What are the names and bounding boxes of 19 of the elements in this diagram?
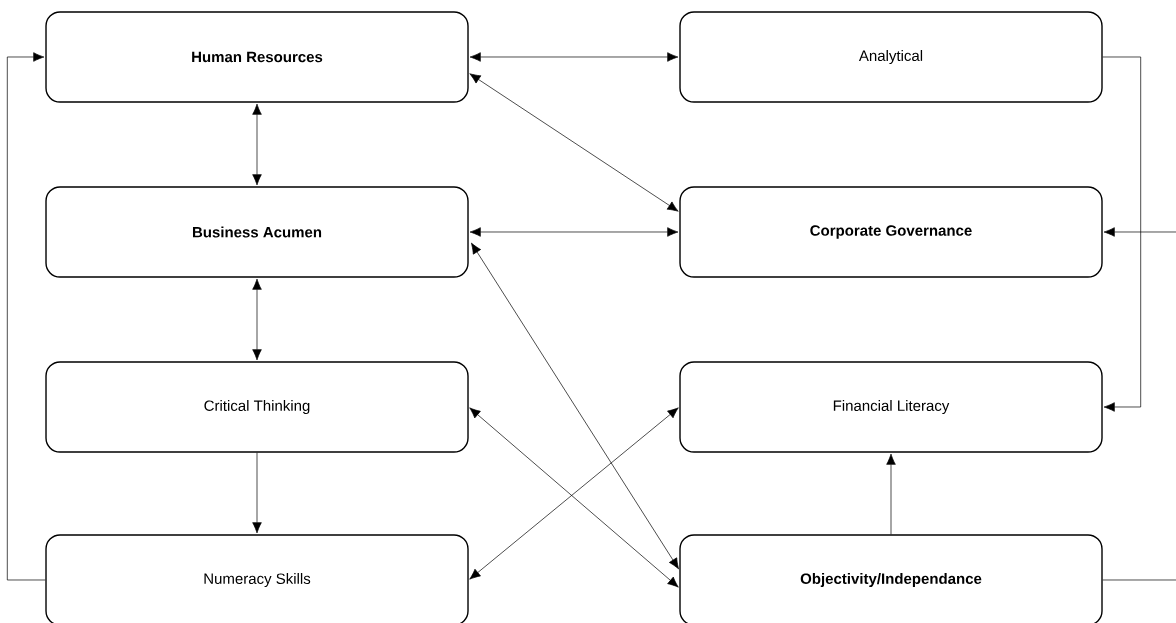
arrow [469,227,679,237]
box: Corporate Governance [679,186,1103,278]
arrow [469,52,679,62]
box: Financial Literacy [679,361,1103,453]
arrow [886,453,896,535]
box: Numeracy Skills [45,534,469,623]
arrow [252,452,262,534]
box: Analytical [679,11,1103,103]
arrow [252,103,262,186]
box: Critical Thinking [45,361,469,453]
arrow [471,242,679,570]
arrow [1102,227,1176,581]
box: Objectivity/Independance [679,534,1103,623]
arrow [6,52,46,581]
box: Business Acumen [45,186,469,278]
arrow [252,278,262,361]
arrow [469,73,679,212]
arrow [1102,56,1142,412]
box: Human Resources [45,11,469,103]
